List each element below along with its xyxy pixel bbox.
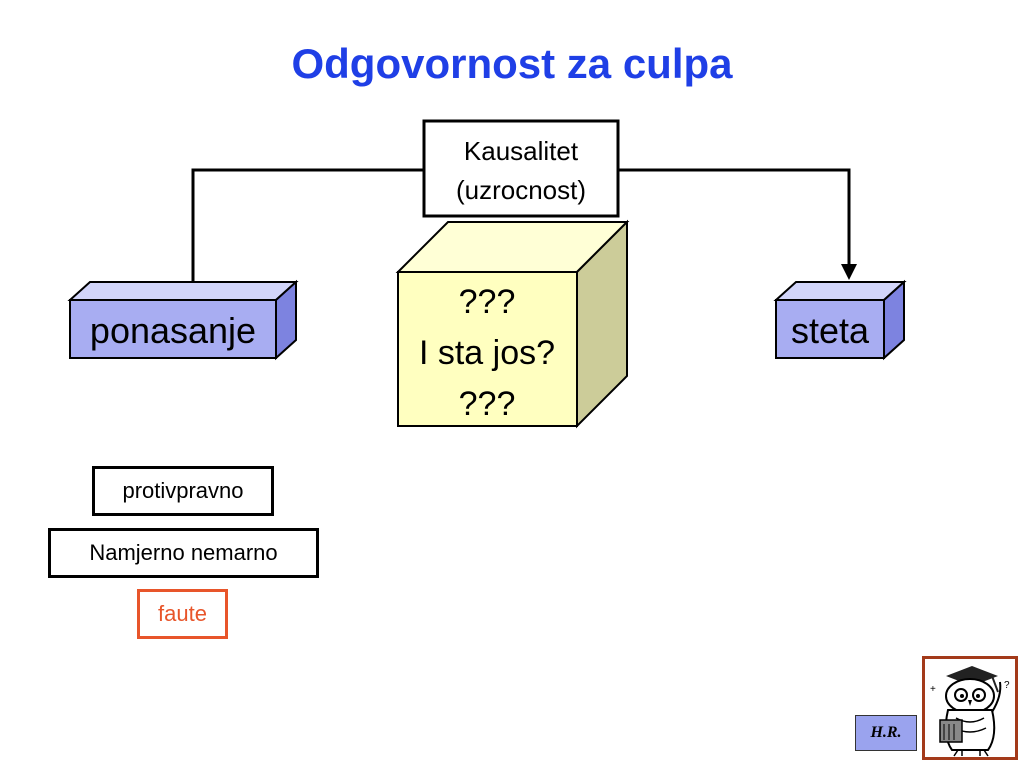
namjerno-nemarno-box: Namjerno nemarno (48, 528, 319, 578)
connector-left (191, 168, 424, 282)
connector-right (618, 168, 851, 266)
page-title: Odgovornost za culpa (291, 40, 733, 87)
cube-line-1: ??? (459, 283, 516, 321)
causality-line-1: Kausalitet (464, 136, 579, 166)
causality-box: Kausalitet (uzrocnost) (422, 119, 620, 218)
author-badge: H.R. (855, 715, 917, 751)
ponasanje-box: ponasanje (67, 279, 299, 361)
owl-graduate-icon: ? + (922, 656, 1018, 760)
arrow-down-icon (841, 264, 857, 280)
causality-line-2: (uzrocnost) (456, 175, 586, 205)
faute-box: faute (137, 589, 228, 639)
svg-text:?: ? (1004, 680, 1010, 691)
protivpravno-box: protivpravno (92, 466, 274, 516)
steta-box: steta (773, 279, 907, 361)
steta-label: steta (791, 310, 870, 351)
cube-line-2: I sta jos? (419, 334, 555, 372)
svg-text:+: + (930, 684, 936, 695)
cube-line-3: ??? (459, 385, 516, 423)
ponasanje-label: ponasanje (90, 310, 256, 351)
question-cube: ??? I sta jos? ??? (395, 219, 630, 429)
